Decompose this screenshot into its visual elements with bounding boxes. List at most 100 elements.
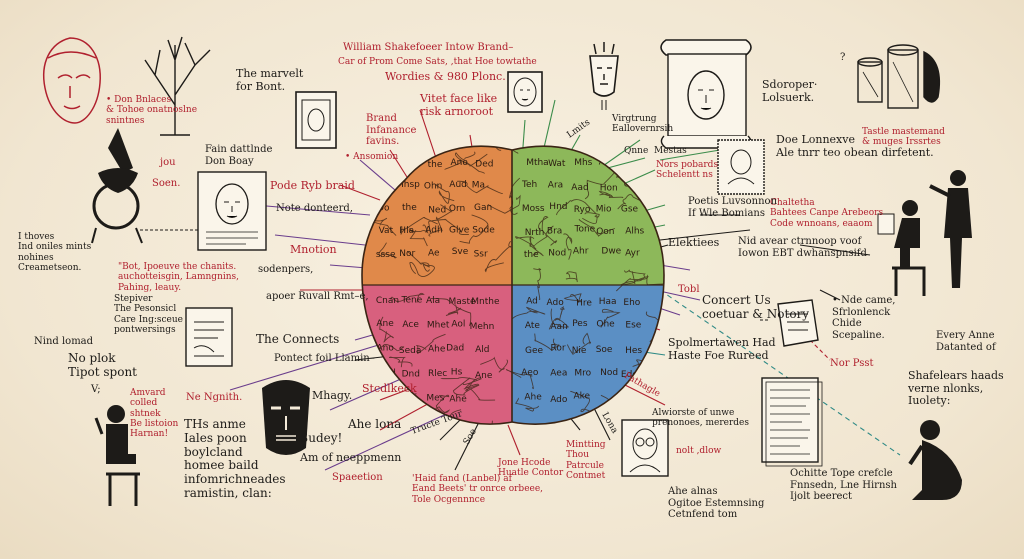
label-no-plok: No plok Tipot spont <box>68 351 137 379</box>
brain-fold <box>462 377 496 401</box>
label-bot-peoue: "Bot, Ipoeuve the chanits. auchotteisgin… <box>118 262 240 293</box>
brain-word-blue: Hes <box>625 346 642 356</box>
stamp-portrait-icon <box>717 139 765 195</box>
label-spolmertawen: Spolmertawen Had Haste Foe Rureed <box>668 336 776 362</box>
brain-fold <box>440 377 478 392</box>
brain-fold <box>615 274 664 292</box>
label-nind: Nind lomad <box>34 336 94 347</box>
brain-word-pink: Ahe <box>428 344 446 354</box>
brain-word-orange: Nor <box>399 249 415 259</box>
label-the-connects: The Connects <box>256 332 340 346</box>
brain-word-green: Oon <box>596 227 614 237</box>
label-pontect: Pontect foil Llamin– <box>274 353 375 364</box>
brain-fold <box>582 212 600 224</box>
label-poetis: Poetis Luvsonnon If Wle Bomians <box>688 196 778 219</box>
brain-word-green: Aad <box>571 183 588 193</box>
brain-word-blue: Hre <box>576 299 592 309</box>
brain-word-green: Wat <box>548 159 566 169</box>
brain-word-orange: Ae <box>428 248 440 258</box>
label-v: V; <box>91 384 101 395</box>
brain-fold <box>566 332 592 355</box>
label-mhagy: Mhagy. <box>312 389 353 402</box>
brain-word-pink: Ane <box>376 319 394 329</box>
label-shafelears: Shafelears haads verne nlonks, Iuolety: <box>908 369 1004 408</box>
brain-fold <box>511 306 546 321</box>
brain-word-pink: Tene <box>401 296 423 306</box>
brain-fold <box>388 356 413 368</box>
brain-fold <box>428 218 469 235</box>
brain-word-pink: Maste <box>449 297 476 307</box>
brain-word-orange: the <box>428 160 443 170</box>
brain-word-orange: Ssr <box>474 250 488 260</box>
brain-fold <box>378 242 397 259</box>
label-am-of: Am of neeppmenn <box>300 451 402 464</box>
label-ahe-lona: Ahe lona <box>348 417 402 431</box>
brain-word-blue: Aan <box>550 322 567 332</box>
brain-word-green: Moss <box>522 204 545 214</box>
label-soen: Soen. <box>152 178 181 189</box>
sitting-reader-icon <box>94 405 140 506</box>
brain-word-pink: Mnthe <box>471 297 500 307</box>
brain-word-orange: Do <box>377 203 390 213</box>
tree-icon <box>144 36 211 136</box>
brain-word-pink: Mes <box>426 393 444 403</box>
brain-fold <box>533 267 542 300</box>
african-mask-icon <box>589 42 619 110</box>
label-pode: Pode Ryb braid <box>270 179 355 192</box>
brain-word-orange: Ned <box>428 206 446 216</box>
brain-fold <box>428 204 453 237</box>
brain-word-blue: Ror <box>551 344 566 354</box>
brain-word-green: Ahr <box>573 247 589 257</box>
brain-word-orange: Vat <box>379 226 394 236</box>
label-note-dontoerd: Note donteerd, <box>276 203 353 214</box>
label-form-daily: Fain dattlnde Don Boay <box>205 144 273 167</box>
brain-word-orange: Sve <box>452 247 469 257</box>
label-apoer: apoer Ruvall Rmt–e, <box>266 291 369 302</box>
brain-fold <box>550 308 570 328</box>
brain-fold <box>584 170 616 200</box>
brain-fold <box>624 269 646 282</box>
brain-word-blue: Soe <box>596 345 613 355</box>
label-elektiees: Elektiees <box>668 236 720 249</box>
page-icon <box>185 307 233 367</box>
brain-word-orange: Hla <box>399 226 414 236</box>
brain-fold <box>409 261 435 277</box>
brain-word-green: Noic <box>624 158 644 168</box>
brain-word-orange: Adh <box>425 226 442 236</box>
title-line-3: Wordies & 980 Plonc. <box>385 70 506 83</box>
brain-fold <box>435 184 455 204</box>
label-doe-connexve: Doe Lonnexve Ale tnrr teo obean dirfeten… <box>776 133 934 159</box>
label-nors-pobards: Nors pobards Schelentt ns <box>656 160 719 181</box>
dancer-icon <box>91 128 143 244</box>
label-stepiver: Stepiver The Pesonsicl Care Ing:sceue po… <box>114 294 183 336</box>
brain-word-green: Ara <box>548 180 563 190</box>
label-virgtrung: Virgtrung Eallovernrsih <box>612 114 674 135</box>
label-tobl: Tobl <box>678 284 700 295</box>
brain-fold <box>406 250 430 272</box>
brain-word-pink: Ace <box>402 320 419 330</box>
label-brand: Brand Infanance favins. <box>366 113 417 147</box>
brain-word-orange: Ano <box>451 158 469 168</box>
brain-word-pink: Aol <box>451 319 465 329</box>
brain-word-blue: Ahe <box>524 392 542 402</box>
label-the-name: THs anme Iales poon boylcland homee bail… <box>184 417 286 500</box>
label-lady-note: • Don Bnlaces & Tohoe onatnoslne snintne… <box>106 95 198 126</box>
brain-fold <box>484 240 512 273</box>
brain-word-pink: Dnd <box>402 369 420 379</box>
person-reading-icon <box>877 200 926 296</box>
brain-fold <box>616 155 632 178</box>
brain-word-pink: Rlec <box>428 369 447 379</box>
label-ochitte: Ochitte Tope crefcle Fnnsedn, Lne Hirnsh… <box>790 468 897 502</box>
brain-word-green: Alhs <box>625 227 644 237</box>
brain-word-green: Teh <box>521 180 537 190</box>
brain-word-orange: Ma <box>472 180 485 190</box>
label-amvard: Amvard colled shtnek Be listoion Harnan! <box>130 388 179 440</box>
brain-word-green: the <box>524 250 539 260</box>
brain-word-pink: Seda <box>399 346 421 356</box>
kneeling-person-icon <box>908 420 962 500</box>
label-one-mestas: Qnne Mestas <box>624 146 687 156</box>
brain-fold <box>389 292 425 303</box>
brain-fold <box>556 199 598 216</box>
title-line-2: Car of Prom Come Sats, ,that Hoe towtath… <box>338 57 537 67</box>
